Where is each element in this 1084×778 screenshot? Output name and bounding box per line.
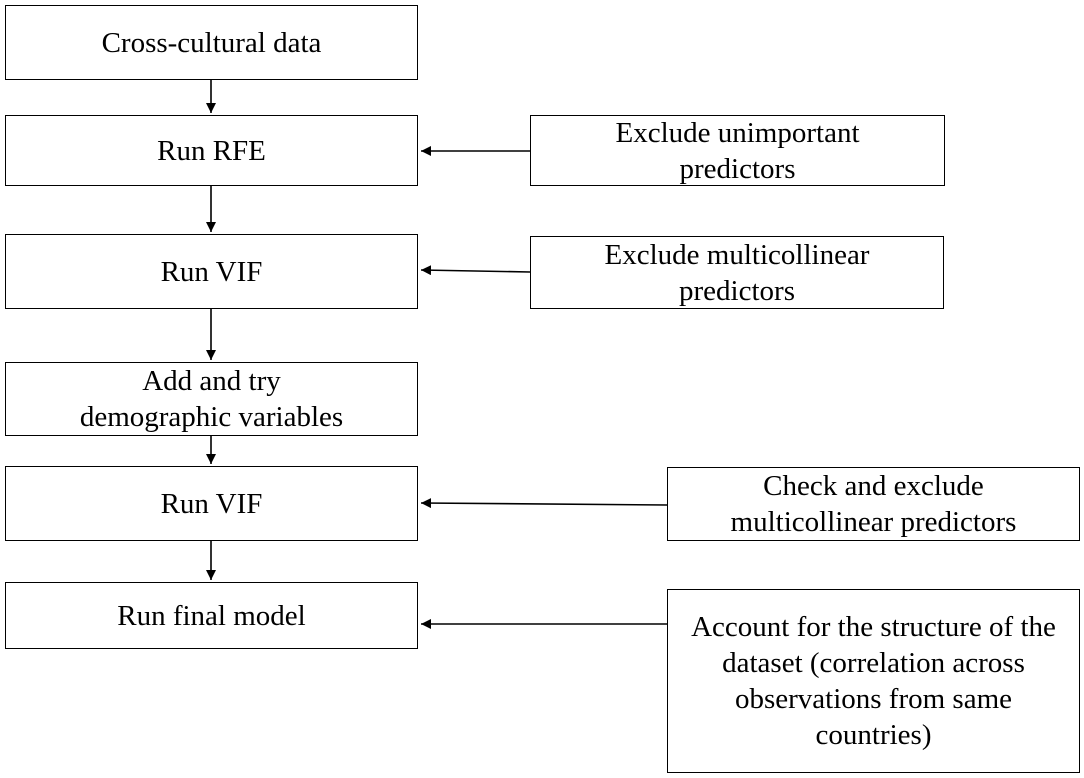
side-exclude-unimportant-predictors: Exclude unimportant predictors bbox=[530, 115, 945, 186]
step-label: Cross-cultural data bbox=[101, 26, 322, 59]
side-check-exclude-multicollinear: Check and exclude multicollinear predict… bbox=[667, 467, 1080, 541]
step-run-vif-1: Run VIF bbox=[5, 234, 418, 309]
step-label: Run VIF bbox=[160, 255, 263, 288]
arrow-check-to-vif bbox=[420, 498, 668, 509]
step-label: Run RFE bbox=[157, 134, 266, 167]
step-label: Run VIF bbox=[160, 487, 263, 520]
side-account-dataset-structure: Account for the structure of the dataset… bbox=[667, 589, 1080, 773]
side-label: Exclude unimportant predictors bbox=[615, 116, 860, 185]
step-run-rfe: Run RFE bbox=[5, 115, 418, 186]
side-label: Exclude multicollinear predictors bbox=[604, 238, 870, 307]
step-run-final-model: Run final model bbox=[5, 582, 418, 649]
step-add-demographic-variables: Add and try demographic variables bbox=[5, 362, 418, 436]
step-label: Run final model bbox=[117, 599, 306, 632]
side-label: Check and exclude multicollinear predict… bbox=[730, 470, 1017, 538]
step-label: Add and try demographic variables bbox=[79, 365, 344, 433]
step-run-vif-2: Run VIF bbox=[5, 466, 418, 541]
side-label: Account for the structure of the dataset… bbox=[691, 611, 1056, 751]
side-exclude-multicollinear-predictors: Exclude multicollinear predictors bbox=[530, 236, 944, 309]
arrow-multicollinear-to-vif bbox=[420, 265, 531, 276]
step-cross-cultural-data: Cross-cultural data bbox=[5, 5, 418, 80]
